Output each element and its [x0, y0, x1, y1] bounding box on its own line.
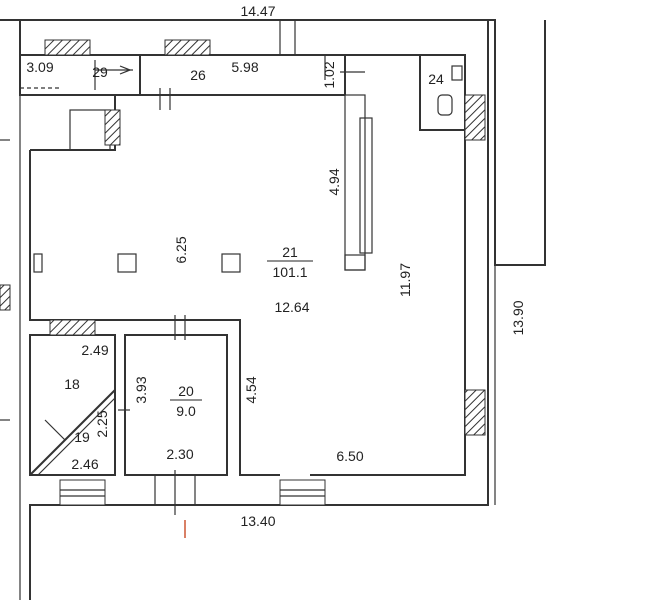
- room-19-number: 19: [74, 429, 90, 445]
- dim-2-30: 2.30: [166, 446, 193, 462]
- dim-3-93: 3.93: [133, 376, 149, 403]
- dim-bottom-outer: 13.40: [240, 513, 275, 529]
- openings: [0, 20, 365, 515]
- dim-4-94: 4.94: [326, 168, 342, 195]
- room-21-number: 21: [282, 244, 298, 260]
- toilet-room-24: [419, 55, 465, 131]
- windows: [0, 39, 486, 506]
- room-26-number: 26: [190, 67, 206, 83]
- room-29-number: 29: [92, 64, 108, 80]
- outer-walls: [0, 19, 546, 600]
- partition-wall: [344, 94, 373, 271]
- small-rooms: [29, 334, 228, 476]
- room-21-area: 101.1: [272, 264, 307, 280]
- dim-1-02: 1.02: [321, 61, 337, 88]
- dim-2-46: 2.46: [71, 456, 98, 472]
- dim-2-49: 2.49: [81, 342, 108, 358]
- room-18-number: 18: [64, 376, 80, 392]
- columns: [33, 253, 241, 273]
- room-20-number: 20: [178, 383, 194, 399]
- dim-13-90: 13.90: [510, 300, 526, 335]
- room-20-area: 9.0: [176, 403, 196, 419]
- dim-12-64: 12.64: [274, 299, 309, 315]
- dim-5-98: 5.98: [231, 59, 258, 75]
- dim-top-outer: 14.47: [240, 3, 275, 19]
- dim-6-25: 6.25: [173, 236, 189, 263]
- room-24-number: 24: [428, 71, 444, 87]
- dim-3-09: 3.09: [26, 59, 53, 75]
- dim-11-97: 11.97: [397, 263, 413, 297]
- dim-6-50: 6.50: [336, 448, 363, 464]
- toilet-icon: [437, 94, 453, 116]
- dim-4-54: 4.54: [243, 376, 259, 403]
- dim-2-25: 2.25: [94, 410, 110, 437]
- sink-icon: [451, 65, 463, 81]
